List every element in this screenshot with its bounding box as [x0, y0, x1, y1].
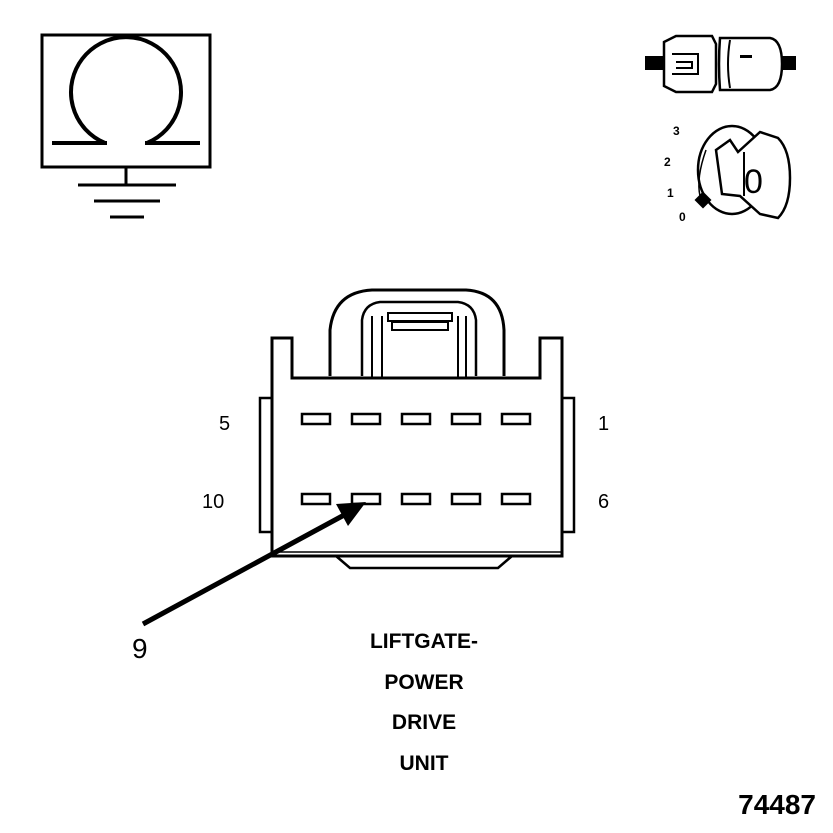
- pin-cavity: [400, 412, 432, 426]
- ignition-position-2: 2: [664, 155, 671, 169]
- connector-face: [258, 288, 576, 570]
- ignition-position-1: 1: [667, 186, 674, 200]
- ignition-position-3: 3: [673, 124, 680, 138]
- pin-label-top-right: 1: [598, 413, 609, 435]
- pin-cavity: [300, 412, 332, 426]
- pin-cavity: [500, 492, 532, 506]
- ignition-position-0: 0: [679, 210, 686, 224]
- pin-cavity: [400, 492, 432, 506]
- ohmmeter-ground-icon: [40, 33, 212, 219]
- callout-arrow: [141, 502, 366, 627]
- caption-line-2: POWER: [384, 671, 463, 694]
- connector-disconnect-icon: [645, 34, 796, 94]
- pin-label-top-left: 5: [219, 413, 230, 435]
- pin-cavity: [450, 492, 482, 506]
- pin-label-bottom-right: 6: [598, 491, 609, 513]
- pin-label-bottom-left: 10: [202, 491, 224, 513]
- caption-line-3: DRIVE: [392, 711, 456, 734]
- pin-cavity-9: [350, 492, 382, 506]
- pin-cavity: [500, 412, 532, 426]
- pin-cavity: [350, 412, 382, 426]
- pin-cavity: [450, 412, 482, 426]
- pin-cavity: [300, 492, 332, 506]
- ignition-key-label: 0: [744, 163, 763, 201]
- ignition-key-off-icon: 3 2 1 0 0: [664, 124, 792, 224]
- figure-number: 74487: [738, 789, 816, 820]
- callout-pin-number: 9: [132, 633, 148, 664]
- caption-line-1: LIFTGATE-: [370, 630, 478, 653]
- caption-line-4: UNIT: [400, 752, 449, 775]
